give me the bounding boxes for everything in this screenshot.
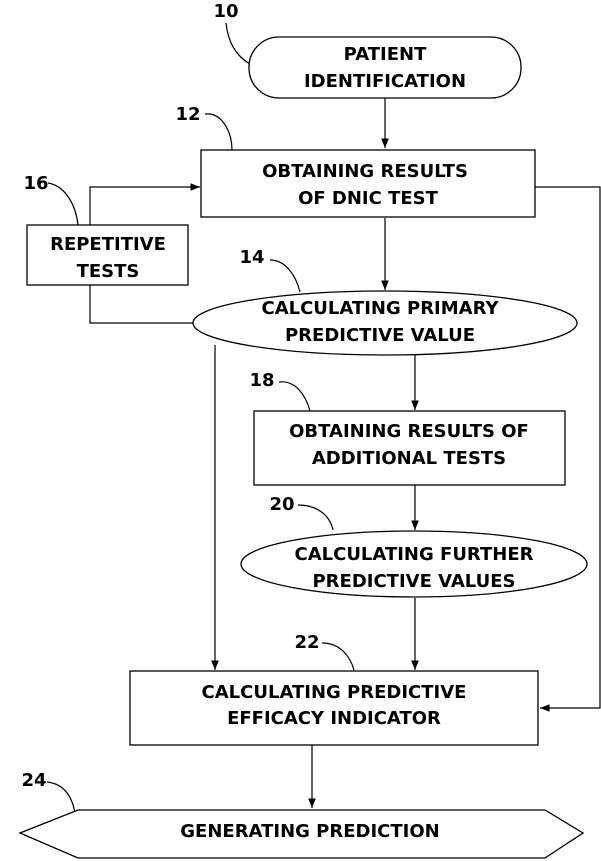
reference-number: 10 [213, 1, 238, 22]
step-label-line-2: PREDICTIVE VALUE [285, 325, 475, 346]
step-obtaining-dnic-results: OBTAINING RESULTS OF DNIC TEST 12 [175, 104, 535, 217]
step-label-line-2: EFFICACY INDICATOR [227, 708, 441, 729]
reference-number: 22 [294, 632, 319, 653]
leader-22 [322, 643, 354, 670]
step-label-line-1: CALCULATING PRIMARY [261, 298, 499, 319]
reference-number: 14 [239, 247, 264, 268]
step-label-line-2: TESTS [77, 261, 140, 282]
reference-number: 16 [23, 173, 48, 194]
reference-number: 18 [249, 370, 274, 391]
step-label-line-1: CALCULATING FURTHER [295, 544, 534, 565]
leader-18 [279, 382, 310, 411]
reference-number: 24 [21, 770, 46, 791]
leader-14 [270, 260, 300, 292]
step-calculating-further-values: CALCULATING FURTHER PREDICTIVE VALUES 20 [241, 494, 587, 597]
step-label-line-1: OBTAINING RESULTS OF [289, 421, 529, 442]
step-label-line-2: IDENTIFICATION [304, 71, 466, 92]
reference-number: 20 [269, 494, 294, 515]
leader-16 [48, 183, 78, 225]
step-generating-prediction: GENERATING PREDICTION 24 [20, 770, 583, 858]
step-label-line-1: PATIENT [344, 44, 427, 65]
leader-20 [298, 505, 333, 530]
step-label-line-1: GENERATING PREDICTION [180, 821, 439, 842]
leader-10 [226, 23, 250, 64]
step-repetitive-tests: REPETITIVE TESTS 16 [23, 173, 188, 285]
step-label-line-2: ADDITIONAL TESTS [312, 448, 506, 469]
step-label-line-2: OF DNIC TEST [298, 188, 439, 209]
step-label-line-2: PREDICTIVE VALUES [312, 571, 515, 592]
step-label-line-1: OBTAINING RESULTS [262, 161, 468, 182]
connector-14-to-16-loop [90, 285, 195, 323]
reference-number: 12 [175, 104, 200, 125]
leader-12 [205, 114, 232, 150]
step-patient-identification: PATIENT IDENTIFICATION 10 [213, 1, 521, 98]
connector-16-to-12-loop [90, 187, 200, 225]
step-label-line-1: CALCULATING PREDICTIVE [202, 682, 467, 703]
step-calculating-efficacy-indicator: CALCULATING PREDICTIVE EFFICACY INDICATO… [130, 632, 538, 745]
step-label-line-1: REPETITIVE [50, 234, 166, 255]
